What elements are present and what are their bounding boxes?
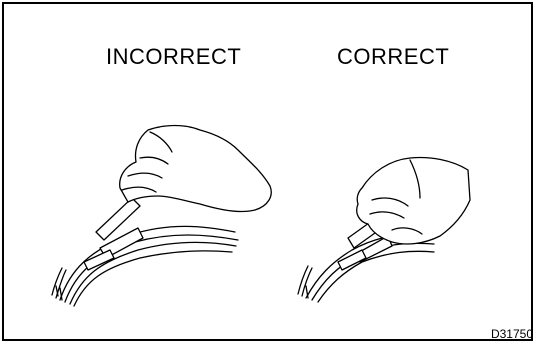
incorrect-hand (120, 126, 272, 212)
incorrect-illustration (52, 126, 271, 307)
correct-hand (357, 158, 470, 245)
correct-wires (298, 235, 434, 302)
correct-illustration (298, 158, 470, 303)
figure-code: D31750 (491, 327, 533, 341)
incorrect-wires (52, 226, 238, 306)
